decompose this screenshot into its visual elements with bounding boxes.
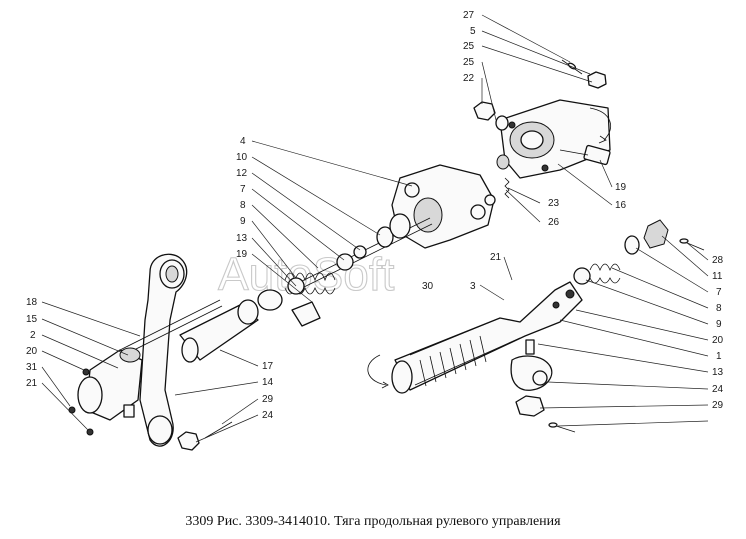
- label-7: 7: [240, 184, 246, 195]
- label-9: 9: [716, 319, 722, 330]
- label-7: 7: [716, 287, 722, 298]
- label-24: 24: [712, 384, 724, 395]
- label-24: 24: [262, 410, 274, 421]
- label-9: 9: [240, 216, 246, 227]
- label-20: 20: [26, 346, 38, 357]
- middle-joint-assembly: [284, 164, 496, 295]
- label-2: 2: [30, 330, 36, 341]
- label-30: 30: [422, 281, 434, 292]
- label-11: 11: [712, 271, 723, 282]
- label-19: 19: [615, 182, 627, 193]
- label-18: 18: [26, 297, 38, 308]
- label-29: 29: [262, 394, 274, 405]
- label-5: 5: [470, 26, 476, 37]
- label-22: 22: [463, 73, 475, 84]
- label-21: 21: [26, 378, 38, 389]
- label-19: 19: [236, 249, 248, 260]
- label-16: 16: [615, 200, 627, 211]
- label-25: 25: [463, 57, 475, 68]
- label-27: 27: [463, 10, 475, 21]
- label-13: 13: [236, 233, 248, 244]
- part-labels: 27 5 25 25 22 4 10 12 7 8 9 13 19 21 3 3…: [26, 10, 724, 421]
- label-12: 12: [236, 168, 248, 179]
- label-10: 10: [236, 152, 248, 163]
- label-8: 8: [240, 200, 246, 211]
- pitman-arm-assembly: [68, 253, 321, 451]
- label-20: 20: [712, 335, 724, 346]
- label-23: 23: [548, 198, 560, 209]
- label-1: 1: [716, 351, 722, 362]
- label-4: 4: [240, 136, 246, 147]
- leader-lines: [41, 14, 709, 443]
- label-25: 25: [463, 41, 475, 52]
- label-3: 3: [470, 281, 476, 292]
- label-29: 29: [712, 400, 724, 411]
- label-31: 31: [26, 362, 38, 373]
- label-21: 21: [490, 252, 502, 263]
- label-14: 14: [262, 377, 274, 388]
- label-13: 13: [712, 367, 724, 378]
- drag-link-tube: [367, 281, 583, 433]
- right-end-parts: [573, 219, 705, 285]
- label-26: 26: [548, 217, 560, 228]
- label-15: 15: [26, 314, 38, 325]
- label-8: 8: [716, 303, 722, 314]
- label-28: 28: [712, 255, 724, 266]
- label-17: 17: [262, 361, 274, 372]
- figure-caption: 3309 Рис. 3309-3414010. Тяга продольная …: [185, 514, 561, 529]
- upper-bracket-assembly: [473, 59, 612, 199]
